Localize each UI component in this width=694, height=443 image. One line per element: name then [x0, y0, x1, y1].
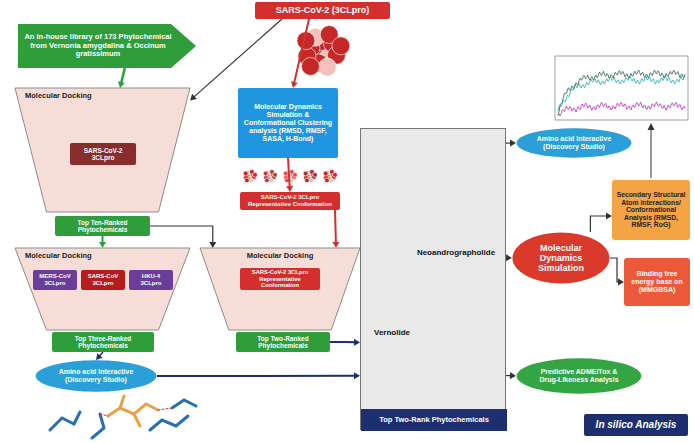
process-box: Molecular Dynamics Simulation & Conforma…: [238, 88, 338, 158]
connector: [157, 372, 360, 379]
connector: [118, 68, 125, 88]
connector-line: [610, 258, 619, 282]
analysis-oval: Predictive ADME/Tox & Drug-Likeness Anal…: [516, 358, 642, 394]
connector-line: [288, 158, 290, 187]
arrowhead: [118, 81, 125, 88]
compound-name: Vernolide: [366, 329, 418, 338]
connector-line: [150, 226, 213, 243]
node-label: Molecular Dynamics Simulation & Conforma…: [242, 103, 334, 142]
node-label: SARS-CoV-2 (3CLpro): [259, 5, 386, 15]
docking-funnel: Molecular DockingMERS-CoV 3CLpro SARS-CoV…: [15, 248, 190, 330]
arrowhead: [209, 242, 216, 248]
connector: [286, 158, 293, 192]
result-box: Top Two-Ranked Phytochemicals: [236, 332, 330, 352]
connector-line: [194, 19, 282, 97]
arrowhead: [96, 353, 103, 360]
connector: [96, 352, 103, 360]
node-label: An in-house library of 173 Phytochemical…: [24, 33, 172, 58]
arrowhead: [291, 81, 298, 88]
funnel-heading: Molecular Docking: [25, 252, 180, 260]
connector: [506, 254, 512, 261]
phytochemical-panel: NeoandrographolideVernolideTop Two-Rank …: [360, 128, 506, 430]
analysis-oval: Molecular Dynamics Simulation: [512, 232, 610, 284]
connector-line: [590, 216, 607, 232]
analysis-oval: Amino acid Interactive (Discovery Studio…: [516, 128, 632, 158]
arrowhead: [332, 242, 339, 248]
analysis-oval: Amino acid Interactive (Discovery Studio…: [35, 360, 157, 392]
connector: [99, 236, 106, 248]
node-label: Secondary Structural Atom interactions/ …: [616, 191, 686, 229]
node-label: In silico Analysis: [588, 419, 684, 430]
arrowhead: [510, 372, 516, 379]
node-label: Predictive ADME/Tox & Drug-Likeness Anal…: [534, 368, 624, 384]
connector-line: [334, 210, 337, 243]
arrowhead: [510, 140, 516, 147]
connector: [150, 226, 216, 248]
node-label: Binding free energy base on (MMGBSA): [628, 270, 686, 293]
connector-line: [330, 341, 355, 343]
funnel-heading: Molecular Docking: [25, 92, 180, 100]
arrowhead: [190, 94, 197, 101]
arrowhead: [99, 242, 106, 248]
title-box: SARS-CoV-2 (3CLpro): [255, 2, 390, 19]
connector: [590, 213, 612, 233]
target-label: SARS-CoV-2 3CLpro: [70, 143, 136, 165]
connector: [332, 210, 339, 248]
connector-line: [294, 19, 309, 83]
node-label: SARS-CoV-2 3CLpro Representative Conform…: [244, 194, 336, 207]
node-label: Molecular Dynamics Simulation: [526, 243, 596, 273]
ligand-interaction-picture: [50, 396, 196, 438]
connector-line: [121, 68, 125, 83]
compound-name: Neoandrographolide: [409, 249, 503, 258]
arrowhead: [506, 254, 512, 261]
plot-arrow: [648, 123, 655, 178]
node-label: SARS-CoV-2 3CLpro Representative Conform…: [243, 269, 317, 288]
node-label: SARS-CoV-2 3CLpro: [73, 147, 133, 162]
panel-heading: Top Two-Rank Phytochemicals: [361, 409, 507, 431]
node-label: Amino acid Interactive (Discovery Studio…: [52, 368, 140, 384]
connector: [610, 258, 624, 286]
result-box: Top Three-Ranked Phytochemicals: [52, 332, 154, 352]
target-label: HKU-4 3CLpro: [129, 270, 173, 290]
result-box: Binding free energy base on (MMGBSA): [624, 258, 690, 306]
connector: [506, 140, 516, 147]
docking-funnel: Molecular DockingSARS-CoV-2 3CLpro: [15, 88, 190, 212]
node-label: Amino acid Interactive (Discovery Studio…: [532, 135, 616, 151]
node-label: Top Two-Ranked Phytochemicals: [240, 335, 326, 350]
connector: [506, 372, 516, 379]
rmsd-plot: [555, 56, 688, 120]
library-box: An in-house library of 173 Phytochemical…: [18, 24, 196, 68]
target-label: SARS-CoV 3CLpro: [81, 270, 125, 290]
node-label: SARS-CoV 3CLpro: [83, 273, 123, 286]
node-label: MERS-CoV 3CLpro: [35, 273, 75, 286]
result-box: Top Ten-Ranked Phytochemicals: [55, 216, 150, 236]
node-label: Top Three-Ranked Phytochemicals: [56, 335, 150, 350]
target-label: SARS-CoV-2 3CLpro Representative Conform…: [240, 268, 320, 290]
connector: [330, 339, 360, 346]
connector-line: [157, 375, 355, 377]
footer-box: In silico Analysis: [584, 414, 688, 436]
conformation-label: SARS-CoV-2 3CLpro Representative Conform…: [240, 192, 340, 210]
node-label: Top Ten-Ranked Phytochemicals: [59, 219, 146, 234]
funnel-heading: Molecular Docking: [210, 252, 350, 260]
docking-funnel: Molecular DockingSARS-CoV-2 3CLpro Repre…: [200, 248, 360, 330]
target-label: MERS-CoV 3CLpro: [33, 270, 77, 290]
result-box: Secondary Structural Atom interactions/ …: [612, 180, 690, 240]
node-label: HKU-4 3CLpro: [131, 273, 171, 286]
connector-line: [102, 236, 104, 243]
connector: [291, 19, 309, 88]
